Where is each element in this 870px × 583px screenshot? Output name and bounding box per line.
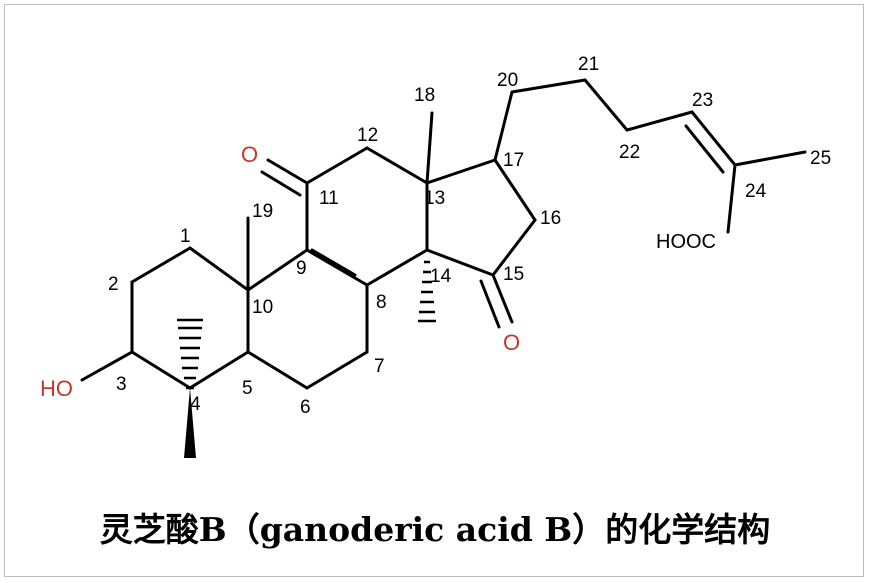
bond-11-o-double [260, 170, 302, 197]
atom-number-25: 25 [810, 148, 831, 169]
atom-number-20: 20 [497, 70, 518, 91]
atom-number-13: 13 [424, 188, 445, 209]
wedge-4-methyl [184, 388, 196, 458]
atom-number-4: 4 [190, 394, 201, 415]
bond-17-20 [493, 90, 514, 162]
atom-number-5: 5 [242, 378, 253, 399]
atom-number-3: 3 [116, 374, 127, 395]
bond-15-o [491, 273, 514, 324]
bond-11-o [266, 158, 309, 185]
bond-3-oh [80, 350, 134, 382]
bond-14-8 [365, 248, 429, 287]
bond-3-4 [130, 350, 192, 390]
bond-10-1 [188, 246, 250, 292]
bond-11-12 [305, 146, 369, 185]
figure-caption: 灵芝酸B（ganoderic acid B）的化学结构 [99, 510, 771, 549]
atom-number-8: 8 [376, 292, 387, 313]
atom-number-7: 7 [374, 356, 385, 377]
hashed-bond-4-methyl [177, 318, 203, 390]
atom-number-11: 11 [319, 188, 339, 209]
atom-number-14: 14 [430, 266, 452, 287]
atom-number-21: 21 [578, 54, 599, 75]
carboxyl-label: HOOC [656, 231, 716, 253]
atom-number-24: 24 [745, 181, 767, 202]
bond-23-24 [690, 110, 737, 167]
bond-5-6 [246, 350, 309, 390]
bond-13-18 [425, 111, 434, 185]
bond-16-15 [491, 218, 537, 277]
atom-number-10: 10 [252, 297, 273, 318]
bond-4-5 [188, 350, 250, 390]
atom-number-18: 18 [414, 85, 435, 106]
atom-number-19: 19 [252, 201, 273, 222]
bond-24-25 [733, 150, 807, 167]
bond-15-14 [425, 248, 495, 277]
atom-number-15: 15 [503, 264, 524, 285]
atom-number-23: 23 [692, 90, 713, 111]
atom-number-9: 9 [296, 258, 307, 279]
bond-20-21 [510, 78, 587, 94]
bond-12-13 [365, 146, 429, 185]
atom-number-1: 1 [180, 226, 191, 247]
atom-number-2: 2 [108, 274, 119, 295]
bond-6-7 [305, 350, 369, 390]
bond-17-16 [493, 158, 537, 222]
atom-number-22: 22 [619, 142, 640, 163]
atom-number-6: 6 [300, 397, 311, 418]
bond-1-2 [130, 246, 192, 284]
figure-frame [4, 4, 864, 577]
atom-number-12: 12 [357, 125, 378, 146]
bond-21-22 [583, 78, 629, 132]
bond-24-cooh [726, 163, 737, 234]
bond-8-9 [305, 248, 369, 287]
bond-9-10 [246, 248, 309, 292]
atom-numbers: 1 2 3 4 5 6 7 8 9 10 11 12 13 14 15 16 1… [108, 54, 831, 418]
atom-number-17: 17 [503, 150, 524, 171]
atom-number-16: 16 [540, 208, 561, 229]
oxygen-15-label: O [503, 330, 520, 355]
bonds [80, 78, 807, 458]
hashed-bond-14-methyl [418, 260, 436, 323]
hydroxyl-label: HO [40, 376, 73, 401]
bond-8-9-double [310, 248, 357, 277]
bond-22-23 [625, 110, 694, 132]
oxygen-11-label: O [241, 142, 258, 167]
bond-15-o-double [479, 279, 501, 329]
bond-13-17 [425, 158, 497, 185]
bond-23-24-double [684, 124, 725, 174]
